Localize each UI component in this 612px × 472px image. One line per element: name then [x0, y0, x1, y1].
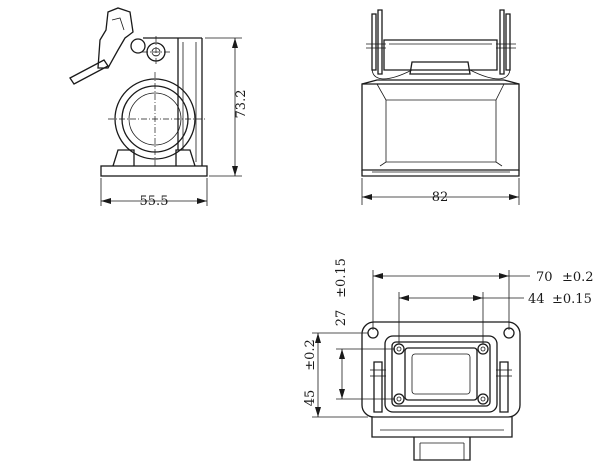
side-view: 73.2 55.5 — [69, 7, 249, 209]
top-view: 70 ±0.2 44 ±0.15 27 ±0.15 ±0.2 45 — [303, 258, 594, 461]
top-v-upper-tolerance: ±0.15 — [334, 258, 349, 298]
side-width-label: 55.5 — [140, 194, 169, 209]
front-width-label: 82 — [432, 190, 449, 205]
top-v-lower-tolerance: ±0.2 — [303, 339, 318, 371]
side-height-label: 73.2 — [234, 90, 249, 119]
top-outer-label: 70 — [536, 270, 553, 285]
top-inner-tolerance: ±0.15 — [552, 292, 592, 307]
top-v-upper-label: 27 — [334, 310, 349, 327]
front-view: 82 — [361, 9, 520, 205]
top-inner-label: 44 — [528, 292, 545, 307]
top-outer-tolerance: ±0.2 — [562, 270, 594, 285]
top-v-lower-label: 45 — [303, 390, 318, 407]
